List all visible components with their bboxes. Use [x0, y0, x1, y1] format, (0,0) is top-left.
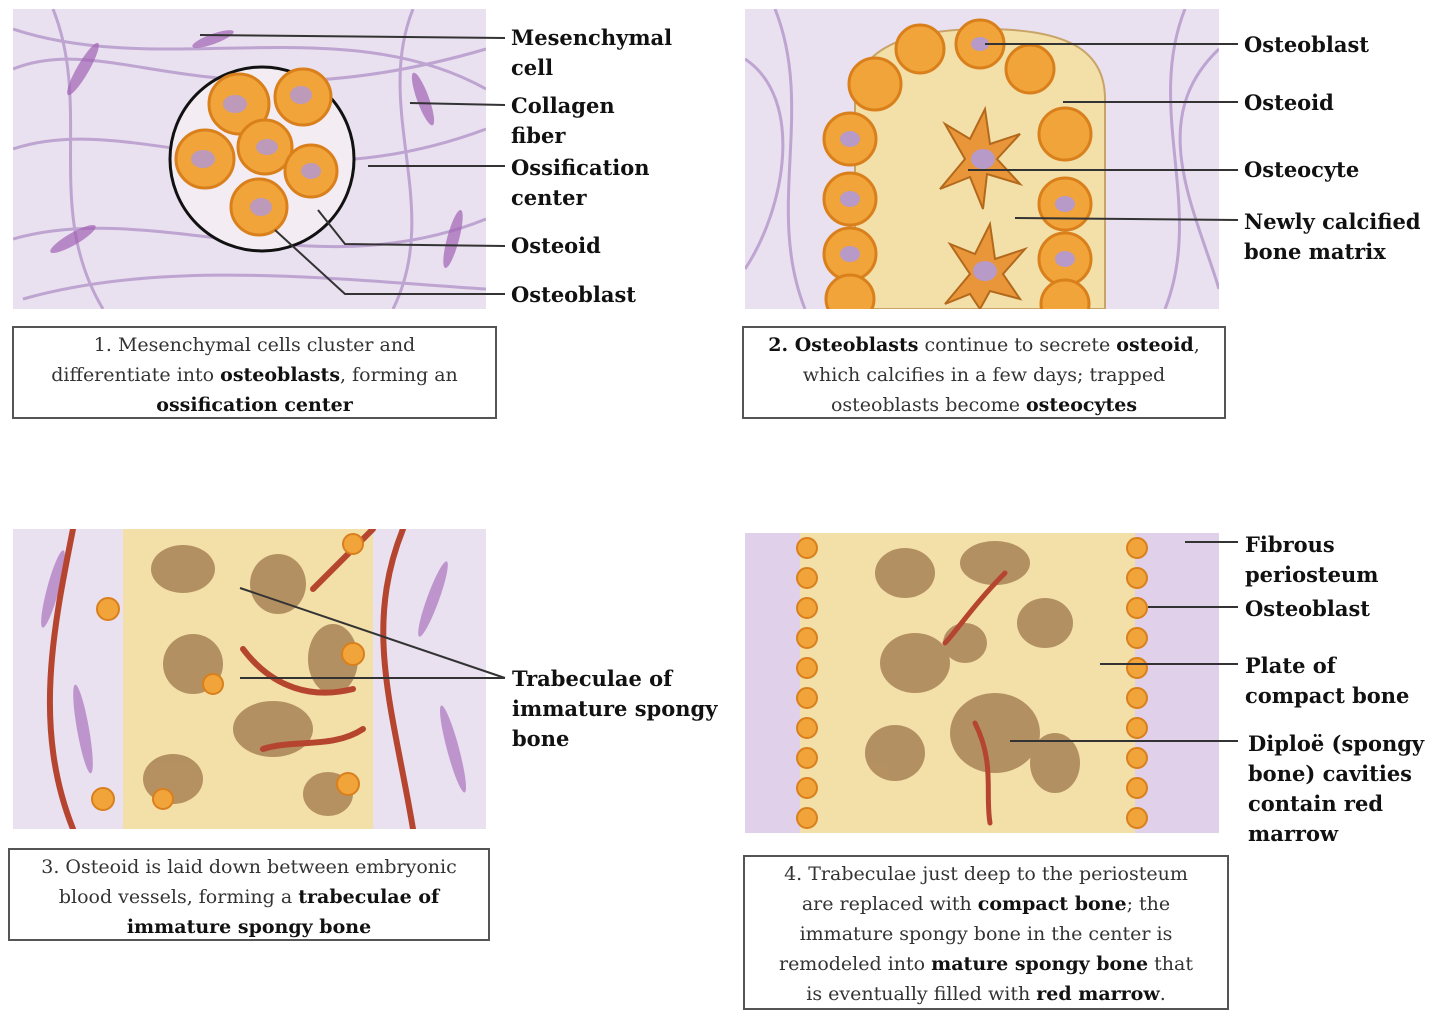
caption-step-2: 2. Osteoblasts continue to secrete osteo…	[742, 326, 1226, 419]
caption-step-1: 1. Mesenchymal cells cluster and differe…	[12, 326, 497, 419]
label-plate-of-compact-bone: Plate of compact bone	[1245, 651, 1425, 711]
caption-step-4: 4. Trabeculae just deep to the periosteu…	[743, 855, 1229, 1010]
label-diploe-cavities: Diploë (spongy bone) cavities contain re…	[1248, 729, 1438, 849]
label-osteoblast: Osteoblast	[1245, 594, 1370, 624]
label-fibrous-periosteum: Fibrous periosteum	[1245, 530, 1385, 590]
caption-step-3: 3. Osteoid is laid down between embryoni…	[8, 848, 490, 941]
label-osteocyte: Osteocyte	[1244, 155, 1359, 185]
panel-2-illustration	[745, 9, 1219, 309]
label-collagen-fiber: Collagen fiber	[511, 91, 631, 151]
label-newly-calcified-bone-matrix: Newly calcified bone matrix	[1244, 207, 1434, 267]
label-osteoid: Osteoid	[1244, 88, 1334, 118]
panel-4-illustration	[745, 533, 1219, 833]
label-mesenchymal-cell: Mesenchymal cell	[511, 23, 681, 83]
label-osteoblast: Osteoblast	[511, 280, 636, 310]
label-osteoblast: Osteoblast	[1244, 30, 1369, 60]
label-osteoid: Osteoid	[511, 231, 601, 261]
panel-1-illustration	[13, 9, 486, 309]
panel-3-illustration	[13, 529, 486, 829]
label-ossification-center: Ossification center	[511, 153, 661, 213]
label-trabeculae-immature-spongy-bone: Trabeculae of immature spongy bone	[512, 664, 722, 754]
